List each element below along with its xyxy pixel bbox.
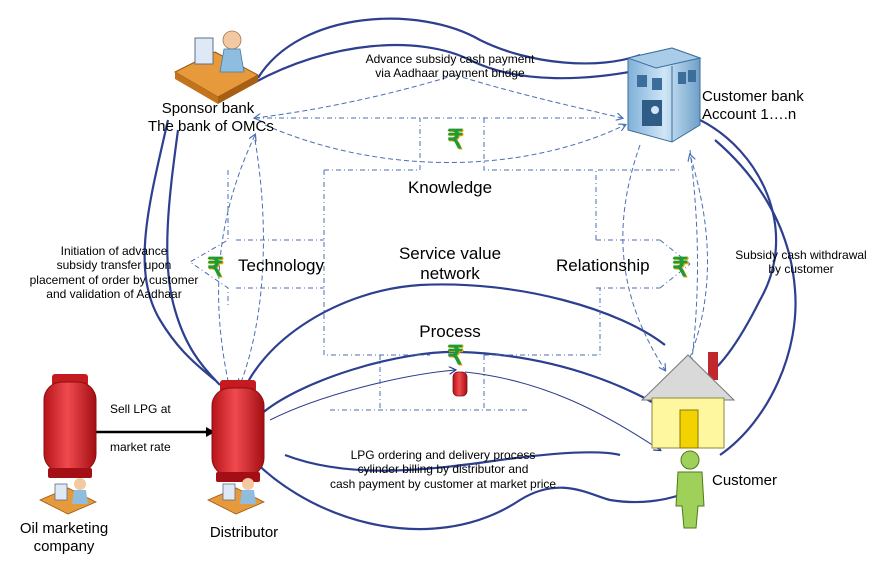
sponsor-bank-line2: The bank of OMCs — [148, 118, 274, 135]
advance-subsidy-line2: via Aadhaar payment bridge — [375, 66, 525, 81]
distributor-person-icon — [207, 478, 265, 515]
initiation-line3: placement of order by customer — [29, 272, 199, 287]
flow-arrow-distributor-to-process — [269, 370, 455, 421]
small-cylinder-icon — [452, 371, 468, 397]
advance-subsidy-label: Advance subsidy cash payment via Aadhaar… — [340, 52, 560, 81]
dashed-arrow-bank-to-house-1 — [622, 144, 665, 370]
customer-bank-line2: Account 1….n — [702, 106, 797, 123]
rupee-icon-knowledge: ₹ — [447, 124, 464, 154]
oil-company-cylinder-icon — [43, 374, 97, 478]
lpg-process-line2: cylinder billing by distributor and — [357, 462, 529, 477]
advance-subsidy-line1: Advance subsidy cash payment — [365, 52, 535, 66]
dashed-arrow-house-to-bank — [679, 155, 708, 381]
process-label: Process — [419, 322, 481, 341]
sponsor-bank-label: Sponsor bank The bank of OMCs — [148, 100, 274, 136]
distributor-cylinder-icon — [211, 380, 265, 482]
withdrawal-label: Subsidy cash withdrawal by customer — [726, 248, 876, 277]
lpg-process-label: LPG ordering and delivery process cylind… — [318, 448, 568, 491]
sponsor-bank-icon — [173, 30, 260, 104]
outer-loop-lines — [143, 17, 797, 531]
oil-company-person-icon — [39, 478, 97, 515]
customer-label: Customer — [712, 472, 778, 489]
lpg-process-line1: LPG ordering and delivery process — [350, 448, 536, 462]
dashed-arrow-to-distributor — [240, 139, 264, 385]
rupee-icon-relationship: ₹ — [672, 252, 689, 282]
customer-house-icon — [640, 352, 736, 449]
sponsor-bank-line1: Sponsor bank — [161, 100, 255, 117]
customer-bank-line1: Customer bank — [702, 88, 804, 105]
dashed-arrow-bank-to-house-2 — [690, 149, 698, 375]
flow-arrow-process-to-customer — [464, 371, 660, 450]
dashed-arrow-to-sponsor-from-distributor — [218, 135, 255, 391]
service-network-frame — [189, 117, 691, 411]
rupee-icon-process: ₹ — [447, 340, 464, 370]
oil-company-line1: Oil marketing — [19, 520, 109, 537]
initiation-line2: subsidy transfer upon — [56, 258, 172, 273]
dashed-arrow-to-customer-bank — [454, 74, 622, 118]
service-value-line2: network — [420, 264, 480, 284]
service-value-network-label: Service value network — [370, 244, 530, 285]
relationship-label: Relationship — [556, 256, 650, 275]
technology-label: Technology — [238, 256, 325, 275]
initiation-label: Initiation of advance subsidy transfer u… — [14, 244, 214, 302]
rupee-icon-technology: ₹ — [207, 252, 224, 282]
distributor-label: Distributor — [209, 524, 279, 541]
customer-bank-icon — [626, 47, 702, 143]
dashed-arrow-sponsor-to-customer-bank — [264, 125, 625, 163]
dashed-arrow-to-sponsor-bank — [255, 74, 456, 118]
lpg-process-line3: cash payment by customer at market price — [329, 476, 557, 491]
withdrawal-line1: Subsidy cash withdrawal — [735, 248, 867, 262]
oil-company-label: Oil marketing company — [4, 520, 124, 556]
sell-lpg-label-bottom: market rate — [110, 440, 171, 454]
sell-lpg-label-top: Sell LPG at — [110, 402, 171, 416]
customer-person-icon — [675, 450, 705, 529]
service-value-line1: Service value — [398, 244, 502, 263]
customer-bank-label: Customer bank Account 1….n — [702, 88, 804, 124]
knowledge-label: Knowledge — [407, 178, 493, 197]
withdrawal-line2: by customer — [768, 262, 834, 277]
initiation-line4: and validation of Aadhaar — [46, 287, 182, 302]
initiation-line1: Initiation of advance — [60, 244, 168, 258]
oil-company-line2: company — [33, 538, 95, 555]
